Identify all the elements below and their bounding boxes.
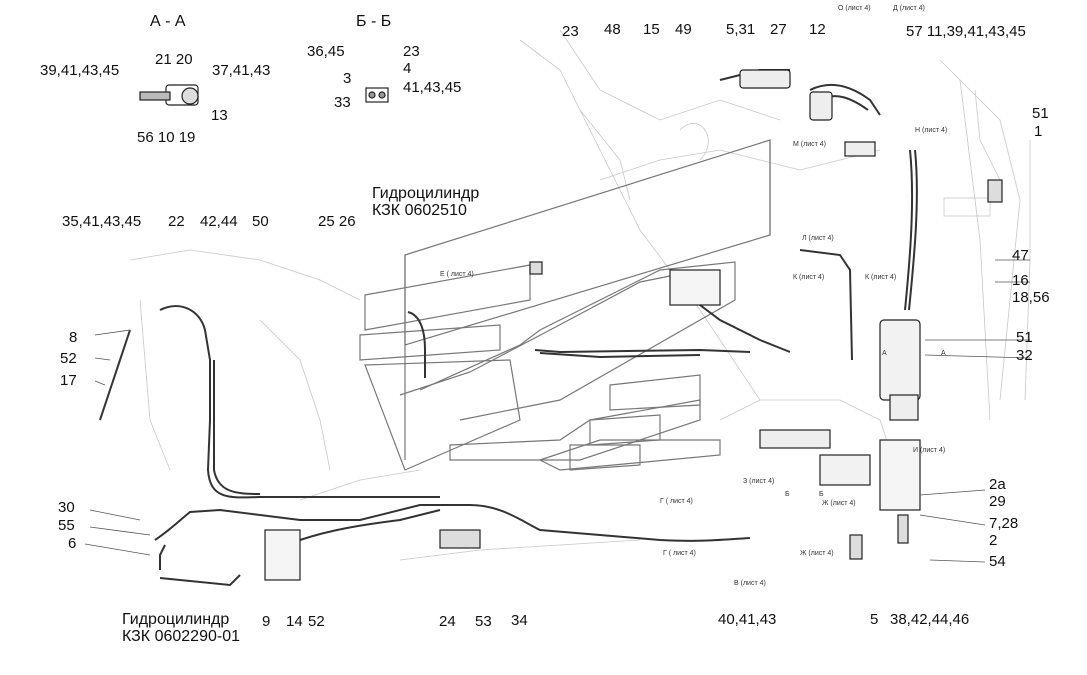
callout-14: 14 <box>286 613 303 630</box>
cutaway-panel <box>359 139 771 471</box>
callout-1856: 18,56 <box>1012 289 1050 306</box>
callout-404143: 40,41,43 <box>718 611 777 628</box>
callout-bb-33: 33 <box>334 94 351 111</box>
callout-aa-left: 39,41,43,45 <box>40 62 120 79</box>
callout-aa-right: 37,41,43 <box>212 62 271 79</box>
ref-b1: Б <box>785 491 790 498</box>
ref-d: Д (лист 4) <box>893 5 925 12</box>
callout-51-top: 51 <box>1032 105 1049 122</box>
ref-a2: А <box>941 350 946 357</box>
callout-22: 22 <box>168 213 185 230</box>
callout-aa-top: 21 20 <box>155 51 193 68</box>
ref-zh1: Ж (лист 4) <box>822 500 856 507</box>
leader-lines <box>84 259 1031 563</box>
callout-48: 48 <box>604 21 621 38</box>
ref-k1: К (лист 4) <box>793 274 825 281</box>
callout-2: 2 <box>989 532 998 549</box>
callout-bb-3645: 36,45 <box>307 43 345 60</box>
callout-5: 5 <box>870 611 879 628</box>
cylinder-top-title: Гидроцилиндр КЗК 0602510 <box>372 185 480 220</box>
cylinder-bottom-line2: КЗК 0602290-01 <box>122 627 240 645</box>
callout-49: 49 <box>675 21 692 38</box>
callout-35: 35,41,43,45 <box>62 213 142 230</box>
section-bb-title: Б - Б <box>356 13 392 30</box>
callout-bb-414345: 41,43,45 <box>403 79 462 96</box>
callout-2a: 2a <box>989 476 1006 493</box>
callout-29: 29 <box>989 493 1006 510</box>
callout-27: 27 <box>770 21 787 38</box>
callout-54: 54 <box>989 553 1006 570</box>
ref-b2: Б <box>819 491 824 498</box>
ref-g1: Г ( лист 4) <box>660 498 693 505</box>
ref-z: З (лист 4) <box>743 478 775 485</box>
callout-aa-bottom: 56 10 19 <box>137 129 196 146</box>
callout-12: 12 <box>809 21 826 38</box>
components <box>139 69 1003 581</box>
callout-aa-13: 13 <box>211 107 228 124</box>
ref-m: М (лист 4) <box>793 141 826 148</box>
callout-9: 9 <box>262 613 271 630</box>
callout-55: 55 <box>58 517 75 534</box>
ref-e: Е ( лист 4) <box>440 271 474 278</box>
ref-n: Н (лист 4) <box>915 127 948 134</box>
ref-l: Л (лист 4) <box>802 235 834 242</box>
ref-v: В (лист 4) <box>734 580 766 587</box>
callout-bb-23: 23 <box>403 43 420 60</box>
ref-zh2: Ж (лист 4) <box>800 550 834 557</box>
callout-bb-4: 4 <box>403 60 412 77</box>
ref-a1: А <box>882 350 887 357</box>
callout-52-bottom: 52 <box>308 613 325 630</box>
cylinder-top-line2: КЗК 0602510 <box>372 201 467 219</box>
callout-30: 30 <box>58 499 75 516</box>
callout-50: 50 <box>252 213 269 230</box>
callout-53: 53 <box>475 613 492 630</box>
callout-47: 47 <box>1012 247 1029 264</box>
callout-16: 16 <box>1012 272 1029 289</box>
callout-bb-3: 3 <box>343 70 352 87</box>
cylinder-top-line1: Гидроцилиндр <box>372 185 480 202</box>
cylinder-bottom-title: Гидроцилиндр КЗК 0602290-01 <box>122 611 240 646</box>
callout-728: 7,28 <box>989 515 1019 532</box>
section-aa-title: А - А <box>150 13 186 30</box>
callout-6: 6 <box>68 535 77 552</box>
callout-8: 8 <box>69 329 78 346</box>
callout-52-left: 52 <box>60 350 77 367</box>
callout-57: 57 11,39,41,43,45 <box>906 23 1026 40</box>
ref-i: И (лист 4) <box>913 447 946 454</box>
cylinder-bottom-line1: Гидроцилиндр <box>122 611 230 628</box>
callout-34: 34 <box>511 612 528 629</box>
background-outline <box>129 29 1031 561</box>
callout-15: 15 <box>643 21 660 38</box>
callout-4244: 42,44 <box>200 213 238 230</box>
callout-24: 24 <box>439 613 456 630</box>
ref-k2: К (лист 4) <box>865 274 897 281</box>
ref-g2: Г ( лист 4) <box>663 550 696 557</box>
callout-38: 38,42,44,46 <box>890 611 970 628</box>
callout-17: 17 <box>60 372 77 389</box>
callout-1: 1 <box>1034 123 1043 140</box>
callout-531: 5,31 <box>726 21 756 38</box>
callout-2526: 25 26 <box>318 213 356 230</box>
callout-32: 32 <box>1016 347 1033 364</box>
callout-23: 23 <box>562 23 579 40</box>
callout-51-mid: 51 <box>1016 329 1033 346</box>
ref-o: О (лист 4) <box>838 5 871 12</box>
